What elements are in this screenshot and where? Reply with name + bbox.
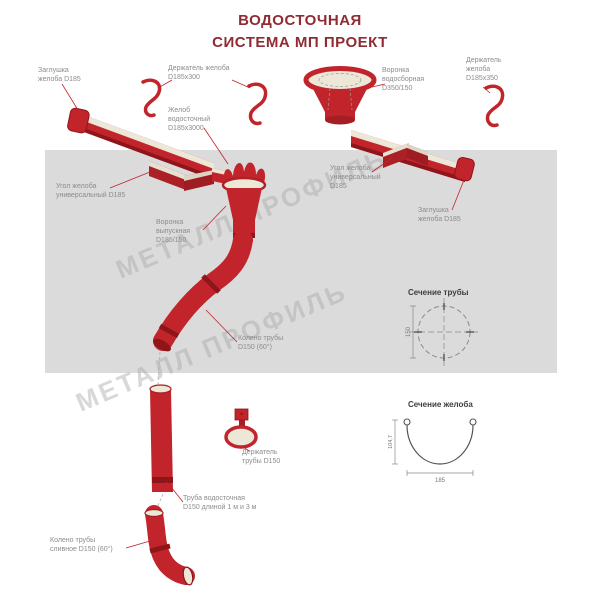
gutter-hooks-drawing (141, 78, 505, 128)
leader-lines (61, 79, 491, 549)
page-title: ВОДОСТОЧНАЯ СИСТЕМА МП ПРОЕКТ (0, 10, 600, 54)
gutter-hook-right (484, 84, 505, 128)
label-corner-left: Угол желоба универсальный D185 (56, 183, 126, 200)
pipe-holder-drawing (224, 408, 258, 449)
gutter-height-dimension: 104,7 (388, 435, 394, 449)
drain-elbow-drawing (144, 505, 195, 586)
corner-right-drawing (383, 143, 428, 168)
label-corner-right: Угол желоба универсальный D185 (330, 165, 381, 191)
gutter-cross-section-drawing: 104,7 185 (388, 418, 477, 484)
gutter-hook-left-a (141, 78, 162, 118)
label-pipe-holder: Держатель трубы D150 (242, 449, 281, 466)
gutter-section-title: Сечение желоба (408, 400, 473, 409)
downpipe-drawing (149, 384, 173, 492)
label-collect-funnel: Воронка водосборная D350/150 (382, 67, 425, 93)
label-outlet-funnel: Воронка выпускная D185/150 (156, 219, 191, 245)
pipe-section-title: Сечение трубы (408, 288, 469, 297)
page-title-line2: СИСТЕМА МП ПРОЕКТ (212, 33, 388, 51)
corner-left-drawing (149, 161, 214, 191)
label-elbow: Колено трубы D150 (60°) (238, 335, 284, 352)
label-gutter: Желоб водосточный D185х3000 (168, 107, 211, 133)
label-endcap-right: Заглушка желоба D185 (418, 207, 461, 224)
page-title-line1: ВОДОСТОЧНАЯ (238, 12, 362, 29)
assembly-connector-lines (155, 351, 164, 511)
label-pipe: Труба водосточная D150 длиной 1 м и 3 м (183, 495, 257, 512)
roof-band (45, 150, 557, 373)
label-gutter-holder-right: Держатель желоба D185х350 (466, 57, 502, 83)
pipe-elbow-drawing (153, 230, 253, 352)
pipe-diameter-dimension: 150 (406, 326, 412, 337)
left-gutter-drawing (67, 107, 214, 180)
label-drain-elbow: Колено трубы сливное D150 (60°) (50, 537, 113, 554)
endcap-left-drawing (67, 107, 90, 134)
collection-funnel-drawing (303, 66, 377, 125)
gutter-hook-left-b (247, 82, 268, 126)
endcap-right-drawing (454, 156, 475, 182)
label-endcap-left: Заглушка желоба D185 (38, 67, 81, 84)
label-gutter-holder-left: Держатель желоба D185х300 (168, 65, 230, 82)
gutter-width-dimension: 185 (435, 478, 446, 484)
pipe-cross-section-drawing: 150 (406, 298, 478, 366)
